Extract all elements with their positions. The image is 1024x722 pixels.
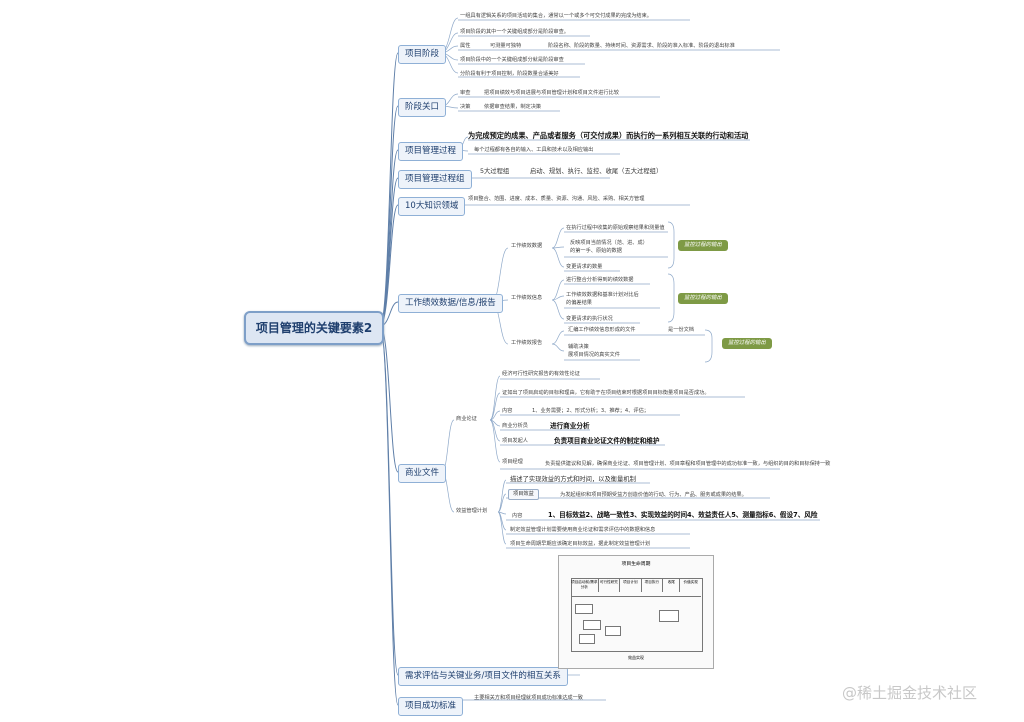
bc-purpose: 证如出了项目启动的目标和理由，它有助于在项目结束时根据项目目标衡量项目是否成功。 — [502, 390, 710, 396]
gate-decide-text: 依据审查结果，制定决策 — [484, 104, 542, 110]
business-case-node: 商业论证 — [456, 416, 477, 422]
phase-review-note: 项目阶段的其中一个关键组成部分是阶段审查。 — [460, 29, 569, 35]
figure-col-4: 项目执行 — [642, 578, 664, 592]
monitor-output-pill-2: 监控过程的输出 — [678, 293, 728, 304]
wp-info-node: 工作绩效信息 — [511, 295, 543, 301]
figure-columns: 项目启动前/需求分析 可行性研究 项目计划 项目执行 收尾 价值实现 — [571, 578, 701, 592]
bc-pm-text: 负责提供建议和见解，确保商业论证、项目管理计划、项目章程和项目管理中的成功标准一… — [545, 461, 831, 467]
process-io-note: 每个过程都有各自的输入、工具和技术以及相应输出 — [474, 147, 594, 153]
branch-needs-assessment[interactable]: 需求评估与关键业务/项目文件的相互关系 — [398, 667, 568, 686]
figure-box-4 — [605, 626, 621, 636]
figure-box-5 — [659, 610, 679, 622]
wp-report-item-1-right: 是一份文档 — [668, 327, 694, 333]
root-node[interactable]: 项目管理的关键要素2 — [244, 311, 384, 345]
lifecycle-figure: 项目生命周期 项目启动前/需求分析 可行性研究 项目计划 项目执行 收尾 价值实… — [558, 555, 714, 669]
figure-col-1: 项目启动前/需求分析 — [571, 578, 599, 592]
benefit-plan-node: 效益管理计划 — [456, 508, 488, 514]
bc-analyst-text: 进行商业分析 — [550, 422, 590, 430]
branch-work-performance[interactable]: 工作绩效数据/信息/报告 — [398, 294, 503, 313]
bc-analyst-label: 商业分析员 — [502, 423, 528, 429]
figure-divider — [571, 596, 701, 597]
bc-content-list: 1、业务需要；2、形式分析；3、推荐；4、评估； — [532, 408, 649, 414]
watermark: @稀土掘金技术社区 — [842, 684, 978, 702]
gate-decide-label: 决策 — [460, 104, 471, 110]
phase-attr-list: 阶段名称、阶段的数量、持续时间、资源需求、阶段的准入标准、阶段的退出标准 — [548, 43, 735, 49]
bc-pm-label: 项目经理 — [502, 459, 523, 465]
bp-content-list: 1、目标效益2、战略一致性3、实现效益的时间4、效益责任人5、测量指标6、假设7… — [548, 511, 818, 519]
figure-box-3 — [579, 634, 595, 644]
figure-bottom-label: 效益实现 — [628, 655, 644, 660]
figure-col-5: 收尾 — [663, 578, 681, 592]
branch-project-phase[interactable]: 项目阶段 — [398, 45, 447, 64]
success-criteria-text: 主要相关方和项目经理就项目成功标准达成一致 — [474, 695, 583, 701]
branch-success-criteria[interactable]: 项目成功标准 — [398, 697, 464, 716]
bp-benefit-text: 为发起组织和项目预期受益方创造价值的行动、行为、产品、服务或成果的结果。 — [560, 492, 747, 498]
monitor-output-pill-3: 监控过程的输出 — [722, 338, 772, 349]
phase-definition: 一组具有逻辑关系的项目活动的集合，通常以一个或多个可交付成果的完成为结束。 — [460, 13, 652, 19]
wp-data-item-2b: 的第一手、原始的数据 — [570, 248, 622, 254]
figure-col-2: 可行性研究 — [599, 578, 621, 592]
knowledge-area-list: 项目整合、范围、进度、成本、质量、资源、沟通、风险、采购、相关方管理 — [468, 196, 645, 202]
bp-description: 描述了实现效益的方式和时间，以及衡量机制 — [510, 476, 636, 483]
wp-report-item-2b: 展项目情况的真实文件 — [568, 352, 620, 358]
wp-data-item-2a: 反映项目当前情况（范、进、成） — [570, 240, 648, 246]
branch-process-group[interactable]: 项目管理过程组 — [398, 170, 472, 189]
branch-phase-gate[interactable]: 阶段关口 — [398, 98, 447, 117]
figure-box-1 — [575, 604, 593, 614]
bp-lifecycle-note: 项目生命周期早期应该确定目标效益，据此制定效益管理计划 — [510, 541, 651, 547]
phase-key-component: 项目阶段中的一个关键组成部分就是阶段审查 — [460, 57, 564, 63]
wp-info-item-2a: 工作绩效数据和基准计划对比后 — [566, 292, 639, 298]
bc-sponsor-label: 项目发起人 — [502, 438, 528, 444]
process-definition: 为完成预定的成果、产品或者服务（可交付成果）而执行的一系列相互关联的行动和活动 — [468, 131, 749, 140]
phase-attr-label: 属性 — [460, 43, 471, 49]
wp-info-item-2b: 的偏差结果 — [566, 300, 592, 306]
wp-data-item-3: 变更请求的数量 — [566, 264, 603, 270]
branch-knowledge-areas[interactable]: 10大知识领域 — [398, 197, 466, 216]
bp-benefit-label: 项目效益 — [508, 489, 539, 500]
phase-control-note: 分阶段有利于项目控制，阶段数量合适美好 — [460, 71, 559, 77]
figure-frame — [571, 578, 703, 652]
bc-sponsor-text: 负责项目商业论证文件的制定和维护 — [554, 437, 660, 445]
wp-data-item-1: 在执行过程中收集的原始观察结果和测量值 — [566, 225, 665, 231]
monitor-output-pill-1: 监控过程的输出 — [678, 240, 728, 251]
branch-pm-process[interactable]: 项目管理过程 — [398, 142, 464, 161]
wp-info-item-3: 变更请求的执行状况 — [566, 316, 613, 322]
phase-attr-named: 可测量可独特 — [490, 43, 522, 49]
figure-title: 项目生命周期 — [621, 562, 651, 567]
gate-review-label: 审查 — [460, 90, 471, 96]
wp-report-item-2a: 辅助决策 — [568, 344, 589, 350]
wp-info-item-1: 进行整合分析得到的绩效数据 — [566, 277, 634, 283]
figure-box-2 — [583, 620, 601, 630]
bp-content-label: 内容 — [512, 513, 523, 519]
wp-report-item-1: 汇编工作绩效信息形成的文件 — [568, 327, 636, 333]
branch-business-docs[interactable]: 商业文件 — [398, 464, 447, 483]
five-process-groups: 5大过程组 — [480, 168, 510, 175]
figure-col-6: 价值实现 — [683, 580, 698, 584]
bp-data-note: 制定效益管理计划需要使用商业论证和需求评估中的数据和信息 — [510, 527, 656, 533]
bc-content-label: 内容 — [502, 408, 513, 414]
wp-data-node: 工作绩效数据 — [511, 243, 543, 249]
process-group-list: 启动、规划、执行、监控、收尾（五大过程组） — [530, 168, 663, 175]
wp-report-node: 工作绩效报告 — [511, 340, 543, 346]
bc-feasibility: 经济可行性研究报告的有效性论证 — [502, 371, 580, 377]
figure-col-3: 项目计划 — [620, 578, 642, 592]
gate-review-text: 把项目绩效与项目进展与项目管理计划和项目文件进行比较 — [484, 90, 619, 96]
